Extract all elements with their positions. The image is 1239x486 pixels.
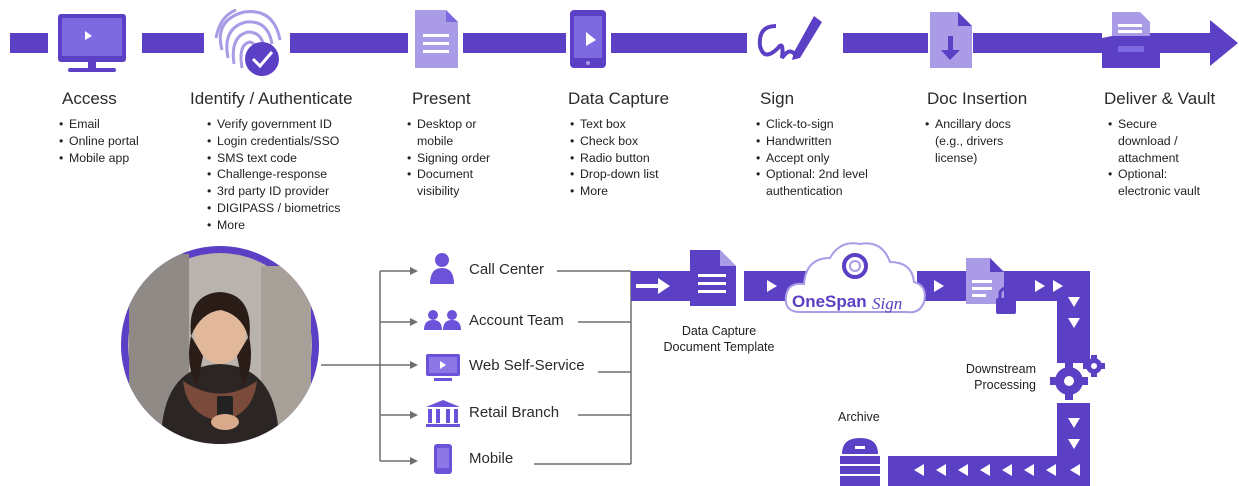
stage-item-list: Email Online portal Mobile app: [59, 116, 139, 166]
downstream-label-line1: Downstream: [965, 362, 1036, 376]
secure-inbox-icon: [1102, 12, 1160, 68]
signature-pen-icon: [757, 16, 822, 60]
stage-item: Check box: [570, 133, 659, 150]
channel-web-self-service: Web Self-Service: [469, 357, 585, 374]
archive-icon: [840, 438, 880, 486]
brand-text-sign: Sign: [872, 294, 902, 313]
stage-item: Online portal: [59, 133, 139, 150]
flow-band: [631, 271, 1090, 486]
stage-item-text: 3rd party ID provider: [217, 184, 330, 199]
stage-item: Email: [59, 116, 139, 133]
customer-illustration: [128, 253, 312, 444]
stage-item: Radio button: [570, 150, 659, 167]
stage-item: More: [570, 183, 659, 200]
stage-item: Text box: [570, 116, 659, 133]
stage-title: Doc Insertion: [927, 89, 1028, 108]
document-icon: [415, 10, 458, 68]
stage-title: Present: [412, 89, 471, 108]
band-arrow-icon: [636, 278, 670, 294]
stage-item: DIGIPASS / biometrics: [207, 200, 340, 217]
stage-item: Ancillary docs: [925, 116, 1011, 133]
stage-item: Mobile app: [59, 150, 139, 167]
stage-item: More: [207, 217, 340, 234]
stage-title: Deliver & Vault: [1104, 89, 1216, 108]
stage-item: Challenge-response: [207, 166, 340, 183]
monitor-icon: [426, 354, 460, 381]
stage-item-continued: mobile: [417, 133, 454, 148]
customer-photo: [121, 246, 319, 444]
cloud-icon: [784, 242, 926, 314]
monitor-icon: [58, 14, 126, 72]
stage-item-list: Secure download / attachment Optional: e…: [1108, 116, 1200, 200]
channel-account-team: Account Team: [469, 312, 564, 329]
person-icon: [430, 253, 454, 284]
stage-item-list: Ancillary docs (e.g., drivers license): [925, 116, 1011, 166]
stage-item-list: Desktop or mobile Signing order Document…: [407, 116, 490, 200]
stage-item-continued: electronic vault: [1118, 184, 1201, 199]
template-label: Data Capture Document Template: [654, 323, 784, 355]
stage-item: Document: [407, 166, 490, 183]
stage-item: Secure: [1108, 116, 1200, 133]
stage-item: Click-to-sign: [756, 116, 868, 133]
archive-label: Archive: [838, 410, 880, 424]
stage-item: Optional:: [1108, 166, 1200, 183]
check-badge-icon: [245, 42, 279, 76]
locked-document-icon: [966, 258, 1016, 314]
stage-item: 3rd party ID provider: [207, 183, 340, 200]
stage-item-list: Verify government ID Login credentials/S…: [207, 116, 340, 234]
stage-item-list: Click-to-sign Handwritten Accept only Op…: [756, 116, 868, 200]
channel-connectors: [321, 270, 632, 465]
stage-item: Desktop or: [407, 116, 490, 133]
phone-icon: [434, 444, 452, 474]
stage-item-continued: license): [935, 150, 978, 165]
template-label-line2: Document Template: [663, 340, 775, 354]
stage-item: Verify government ID: [207, 116, 340, 133]
downstream-label-line2: Processing: [974, 378, 1036, 392]
stage-item: SMS text code: [207, 150, 340, 167]
downstream-label: Downstream Processing: [946, 361, 1036, 393]
stage-item-continued: download /: [1118, 133, 1178, 148]
template-label-line1: Data Capture: [681, 324, 757, 338]
stage-item-continued: authentication: [766, 184, 843, 199]
bank-icon: [426, 400, 460, 427]
stage-item-list: Text box Check box Radio button Drop-dow…: [570, 116, 659, 200]
stage-item-continued: visibility: [417, 184, 460, 199]
tablet-touch-icon: [570, 10, 606, 68]
stage-item: Handwritten: [756, 133, 868, 150]
stage-title: Access: [62, 89, 117, 108]
channel-mobile: Mobile: [469, 450, 514, 467]
document-download-icon: [930, 12, 972, 68]
stage-item: Optional: 2nd level: [756, 166, 868, 183]
stage-item: Accept only: [756, 150, 868, 167]
gears-icon: [1050, 355, 1105, 400]
process-arrow: [10, 20, 1238, 66]
people-icon: [424, 310, 461, 330]
stage-title: Sign: [760, 89, 795, 108]
stage-item-continued: (e.g., drivers: [935, 133, 1004, 148]
stage-item: Signing order: [407, 150, 490, 167]
channel-retail-branch: Retail Branch: [469, 404, 560, 421]
brand-text-onespan: OneSpan: [792, 292, 867, 311]
stage-title: Identify / Authenticate: [190, 89, 353, 108]
channel-call-center: Call Center: [469, 261, 545, 278]
stage-item: Login credentials/SSO: [207, 133, 340, 150]
stage-item-continued: attachment: [1118, 150, 1179, 165]
stage-title: Data Capture: [568, 89, 670, 108]
connector-arrowheads: [410, 267, 418, 465]
template-document-icon: [690, 250, 736, 306]
band-chevrons: [767, 280, 1080, 476]
stage-item: Drop-down list: [570, 166, 659, 183]
